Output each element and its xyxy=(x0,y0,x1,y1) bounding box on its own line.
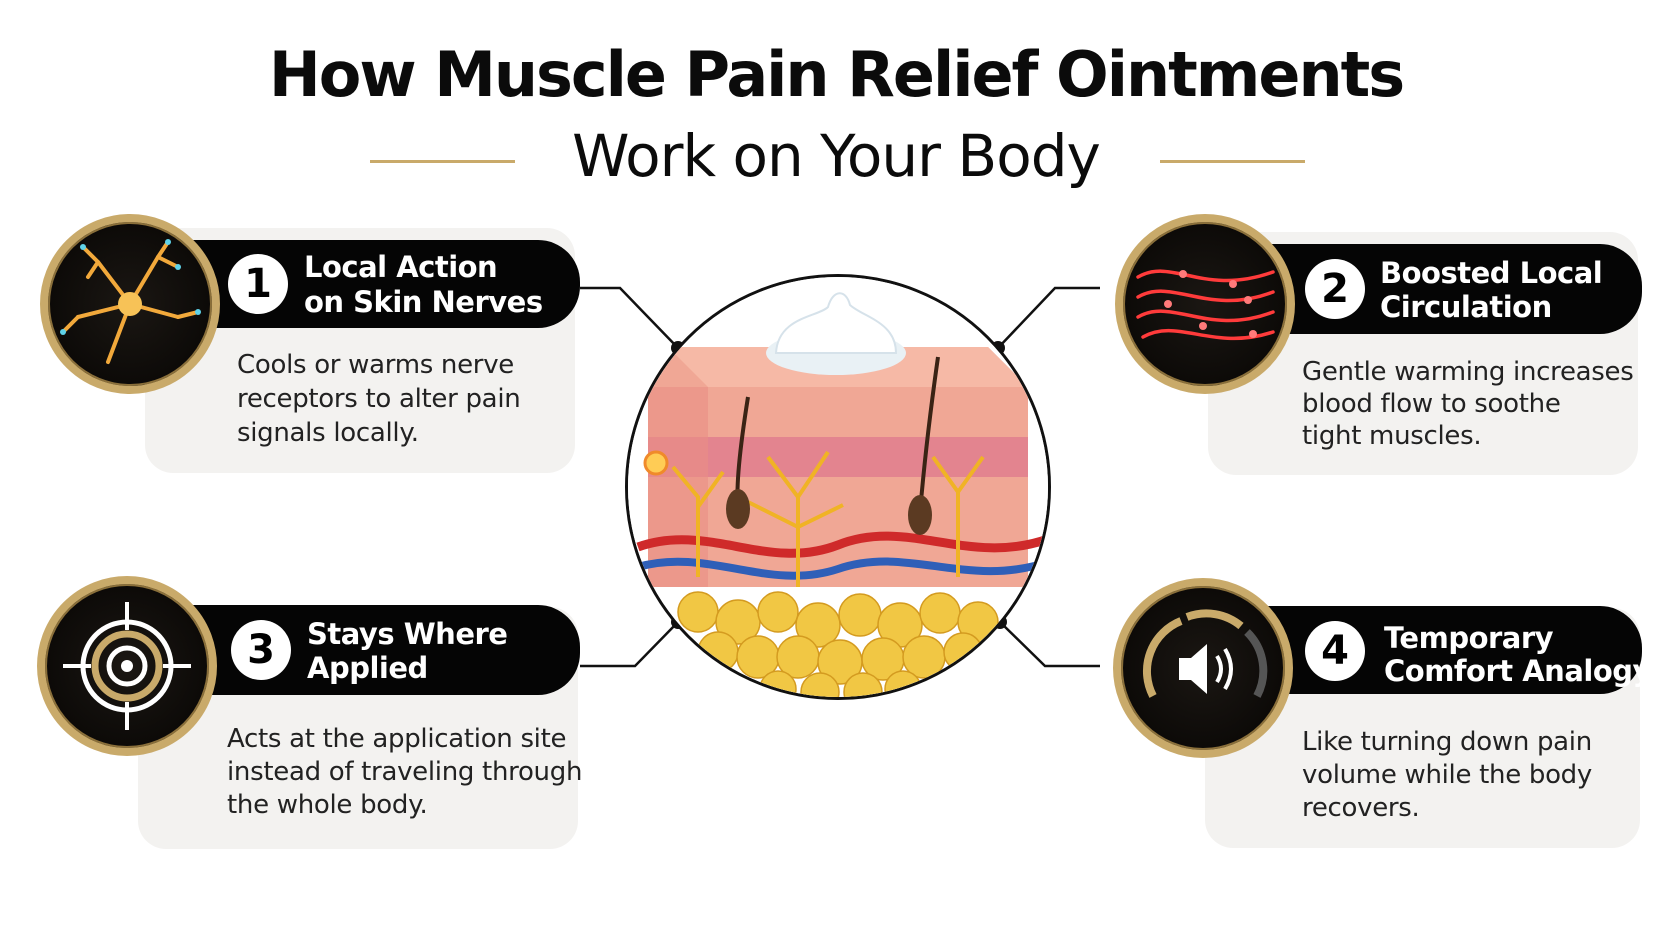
title-rule-left xyxy=(370,160,515,163)
step-2-title-line1: Boosted Local xyxy=(1380,256,1603,290)
skin-cross-section-illustration xyxy=(625,274,1051,700)
page-subtitle: Work on Your Body xyxy=(572,122,1101,190)
step-4-title-line2: Comfort Analogy xyxy=(1384,654,1651,688)
step-1-number: 1 xyxy=(228,254,288,314)
target-icon xyxy=(37,576,217,756)
blood-flow-icon xyxy=(1115,214,1295,394)
step-2-number: 2 xyxy=(1305,259,1365,319)
step-2-desc-line3: tight muscles. xyxy=(1302,421,1482,451)
step-1-desc-line3: signals locally. xyxy=(237,418,419,448)
step-2-title-line2: Circulation xyxy=(1380,290,1552,324)
step-2-desc-line1: Gentle warming increases xyxy=(1302,357,1634,387)
step-4-desc-line3: recovers. xyxy=(1302,793,1420,823)
step-1-desc-line1: Cools or warms nerve xyxy=(237,350,514,380)
connector-4 xyxy=(999,621,1100,668)
connector-2 xyxy=(997,286,1100,349)
step-3-number: 3 xyxy=(231,620,291,680)
step-3-desc-line2: instead of traveling through xyxy=(227,757,583,787)
step-4-desc-line2: volume while the body xyxy=(1302,760,1592,790)
step-2-desc-line2: blood flow to soothe xyxy=(1302,389,1561,419)
step-1-title-line2: on Skin Nerves xyxy=(304,285,543,319)
step-3-title-line2: Applied xyxy=(307,651,428,685)
nerve-cell-icon xyxy=(40,214,220,394)
connector-1 xyxy=(580,286,679,349)
step-4-desc-line1: Like turning down pain xyxy=(1302,727,1592,757)
page-title: How Muscle Pain Relief Ointments xyxy=(268,38,1405,111)
step-1-title-line1: Local Action xyxy=(304,250,498,284)
step-4-title-line1: Temporary xyxy=(1384,621,1554,655)
step-1-desc-line2: receptors to alter pain xyxy=(237,384,521,414)
step-3-desc-line1: Acts at the application site xyxy=(227,724,567,754)
volume-dial-icon xyxy=(1113,578,1293,758)
step-3-title-line1: Stays Where xyxy=(307,617,508,651)
title-rule-right xyxy=(1160,160,1305,163)
step-3-desc-line3: the whole body. xyxy=(227,790,428,820)
step-4-number: 4 xyxy=(1305,621,1365,681)
connector-3 xyxy=(580,621,679,668)
